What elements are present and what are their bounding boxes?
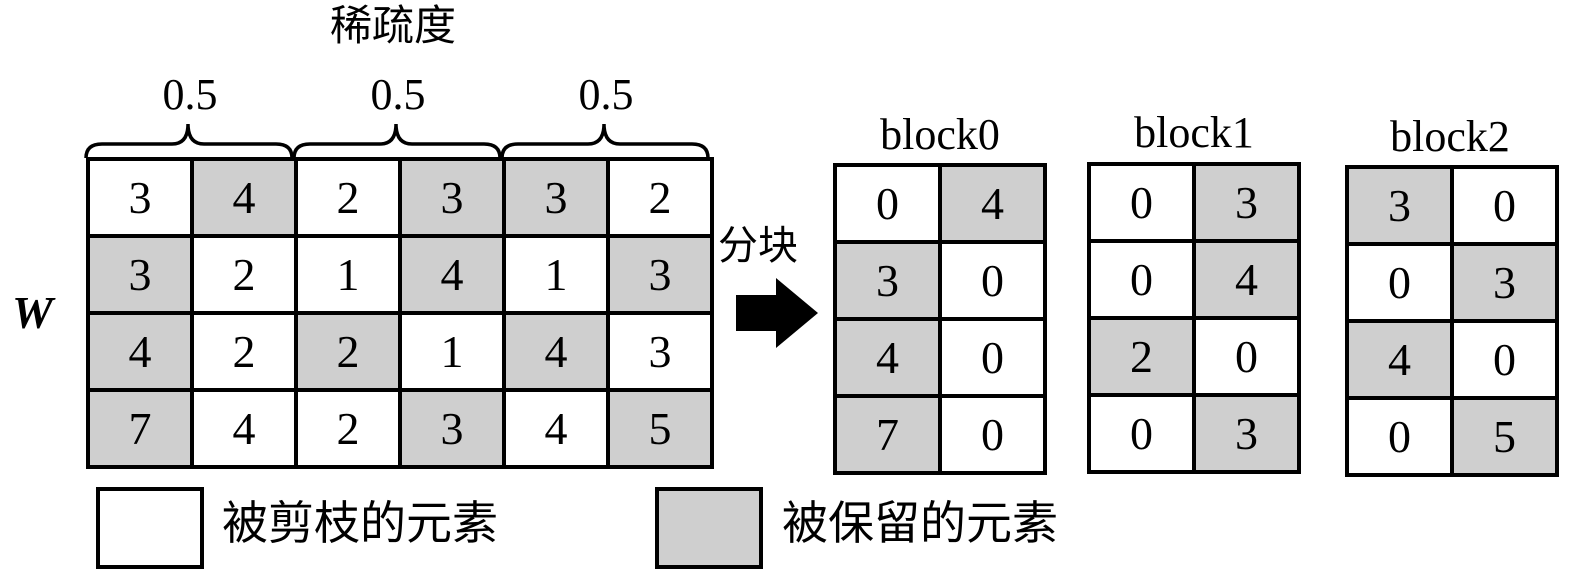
block2-title: block2 [1390, 112, 1510, 161]
block2-cell-kept: 5 [1450, 396, 1559, 477]
matrix-cell-pruned: 1 [294, 234, 402, 315]
column-group-braces [84, 123, 710, 159]
block1-cell-kept: 2 [1087, 316, 1196, 397]
block1-cell-pruned: 0 [1192, 316, 1301, 397]
matrix-cell-kept: 3 [502, 157, 610, 238]
matrix-cell-pruned: 1 [398, 311, 506, 392]
block2-cell-pruned: 0 [1345, 242, 1454, 323]
block0-cell-kept: 3 [833, 240, 942, 321]
block2-cell-pruned: 0 [1345, 396, 1454, 477]
sparsity-label-group-1: 0.5 [370, 70, 426, 119]
legend-swatch-kept [655, 487, 763, 569]
matrix-cell-pruned: 4 [190, 388, 298, 469]
matrix-cell-kept: 4 [190, 157, 298, 238]
block2-cell-kept: 3 [1345, 165, 1454, 246]
matrix-w-label: W [12, 287, 53, 338]
legend-label-kept: 被保留的元素 [782, 498, 1058, 549]
matrix-cell-pruned: 3 [606, 311, 714, 392]
block0-cell-pruned: 0 [938, 394, 1047, 475]
matrix-cell-pruned: 2 [190, 234, 298, 315]
block0-title: block0 [880, 110, 1000, 159]
right-arrow-icon [736, 278, 818, 348]
block1-cell-kept: 3 [1192, 393, 1301, 474]
matrix-cell-kept: 3 [606, 234, 714, 315]
matrix-cell-kept: 5 [606, 388, 714, 469]
brace-group-0 [84, 123, 294, 159]
matrix-cell-kept: 4 [398, 234, 506, 315]
block1-title: block1 [1134, 108, 1254, 157]
block2-cell-kept: 4 [1345, 319, 1454, 400]
sparsity-label-group-0: 0.5 [162, 70, 218, 119]
blocking-label: 分块 [718, 223, 798, 268]
matrix-cell-pruned: 2 [294, 388, 402, 469]
matrix-cell-pruned: 4 [502, 388, 610, 469]
matrix-cell-kept: 7 [86, 388, 194, 469]
block0-cell-kept: 7 [833, 394, 942, 475]
matrix-cell-kept: 4 [86, 311, 194, 392]
matrix-cell-pruned: 1 [502, 234, 610, 315]
block1-cell-pruned: 0 [1087, 393, 1196, 474]
matrix-cell-pruned: 2 [606, 157, 714, 238]
sparsity-label-group-2: 0.5 [578, 70, 634, 119]
block0-cell-pruned: 0 [833, 163, 942, 244]
matrix-cell-pruned: 2 [190, 311, 298, 392]
matrix-cell-kept: 2 [294, 311, 402, 392]
block2-cell-pruned: 0 [1450, 319, 1559, 400]
matrix-cell-kept: 3 [398, 157, 506, 238]
legend-label-pruned: 被剪枝的元素 [222, 498, 498, 549]
block2-cell-pruned: 0 [1450, 165, 1559, 246]
matrix-cell-pruned: 3 [86, 157, 194, 238]
matrix-cell-kept: 4 [502, 311, 610, 392]
block0-cell-pruned: 0 [938, 240, 1047, 321]
block1-cell-kept: 4 [1192, 239, 1301, 320]
block0-cell-kept: 4 [938, 163, 1047, 244]
block1-cell-kept: 3 [1192, 162, 1301, 243]
matrix-cell-kept: 3 [398, 388, 506, 469]
block1-cell-pruned: 0 [1087, 239, 1196, 320]
sparsity-title: 稀疏度 [330, 4, 457, 50]
matrix-cell-kept: 3 [86, 234, 194, 315]
block0-cell-pruned: 0 [938, 317, 1047, 398]
brace-group-1 [292, 123, 502, 159]
block0-cell-kept: 4 [833, 317, 942, 398]
block1-cell-pruned: 0 [1087, 162, 1196, 243]
matrix-cell-pruned: 2 [294, 157, 402, 238]
block2-cell-kept: 3 [1450, 242, 1559, 323]
brace-group-2 [500, 123, 710, 159]
legend-swatch-pruned [96, 487, 204, 569]
